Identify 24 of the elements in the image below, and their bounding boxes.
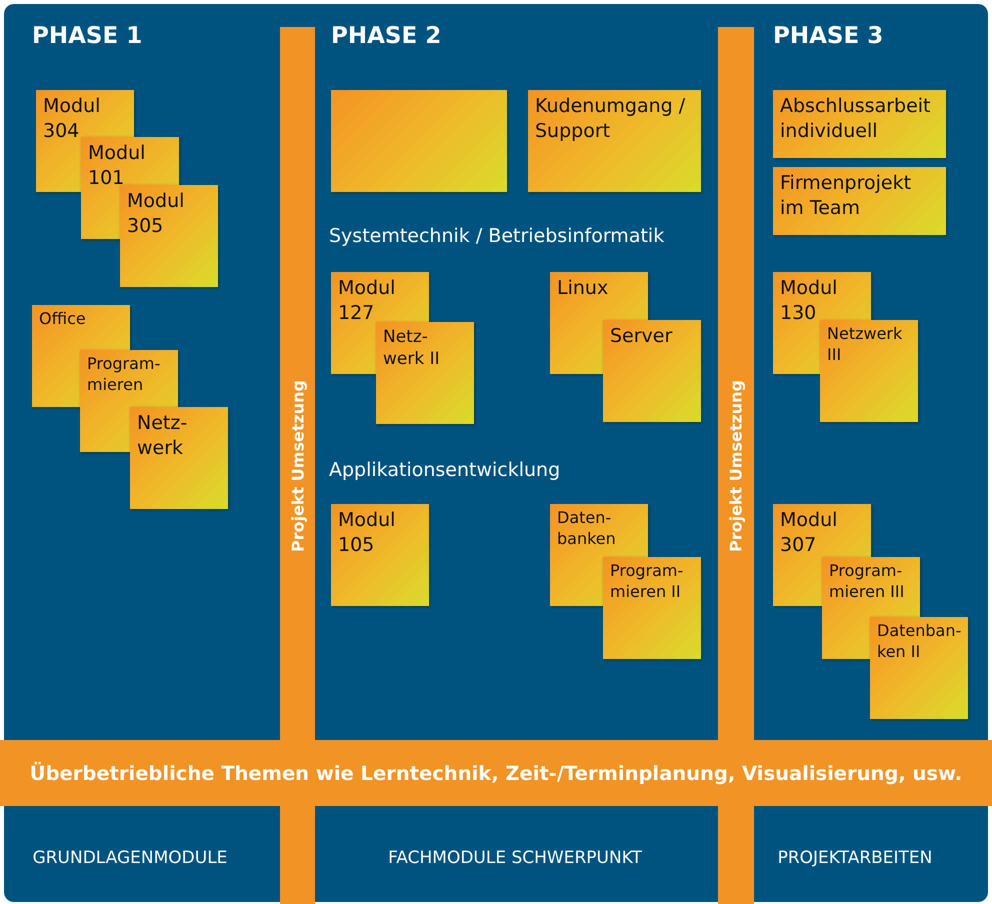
phase-heading: PHASE 2 <box>331 23 442 49</box>
sticky-note: Netz- werk II <box>376 322 474 424</box>
band-text: Projekt Umsetzung <box>726 379 746 552</box>
sticky-note: Program- mieren II <box>603 557 701 659</box>
band-text: Projekt Umsetzung <box>288 379 307 552</box>
horizontal-band <box>0 740 992 806</box>
column-footer: GRUNDLAGENMODULE <box>32 848 228 868</box>
band-text: Überbetriebliche Themen wie Lerntechnik, Zeit-/Terminplanung, Visualisierung, usw. <box>30 762 962 784</box>
phase-heading: PHASE 3 <box>773 23 884 49</box>
sticky-note: Kudenumgang / Support <box>528 90 701 192</box>
sticky-note: Netz- werk <box>130 407 228 509</box>
column-footer: FACHMODULE SCHWERPUNKT <box>388 848 642 868</box>
sticky-note <box>331 90 507 192</box>
sticky-note: Abschlussarbeit individuell <box>773 90 946 158</box>
column-footer: PROJEKTARBEITEN <box>778 848 932 868</box>
sticky-note: Firmenprojekt im Team <box>773 167 946 235</box>
sticky-note: Modul 305 <box>120 185 218 287</box>
sticky-note: Modul 105 <box>331 504 429 606</box>
sticky-note: Server <box>603 320 701 422</box>
section-heading: Applikationsentwicklung <box>329 459 560 481</box>
section-heading: Systemtechnik / Betriebsinformatik <box>329 225 664 247</box>
phase-heading: PHASE 1 <box>32 23 142 49</box>
sticky-note: Netzwerk III <box>820 320 918 422</box>
sticky-note: Datenban- ken II <box>870 617 968 719</box>
